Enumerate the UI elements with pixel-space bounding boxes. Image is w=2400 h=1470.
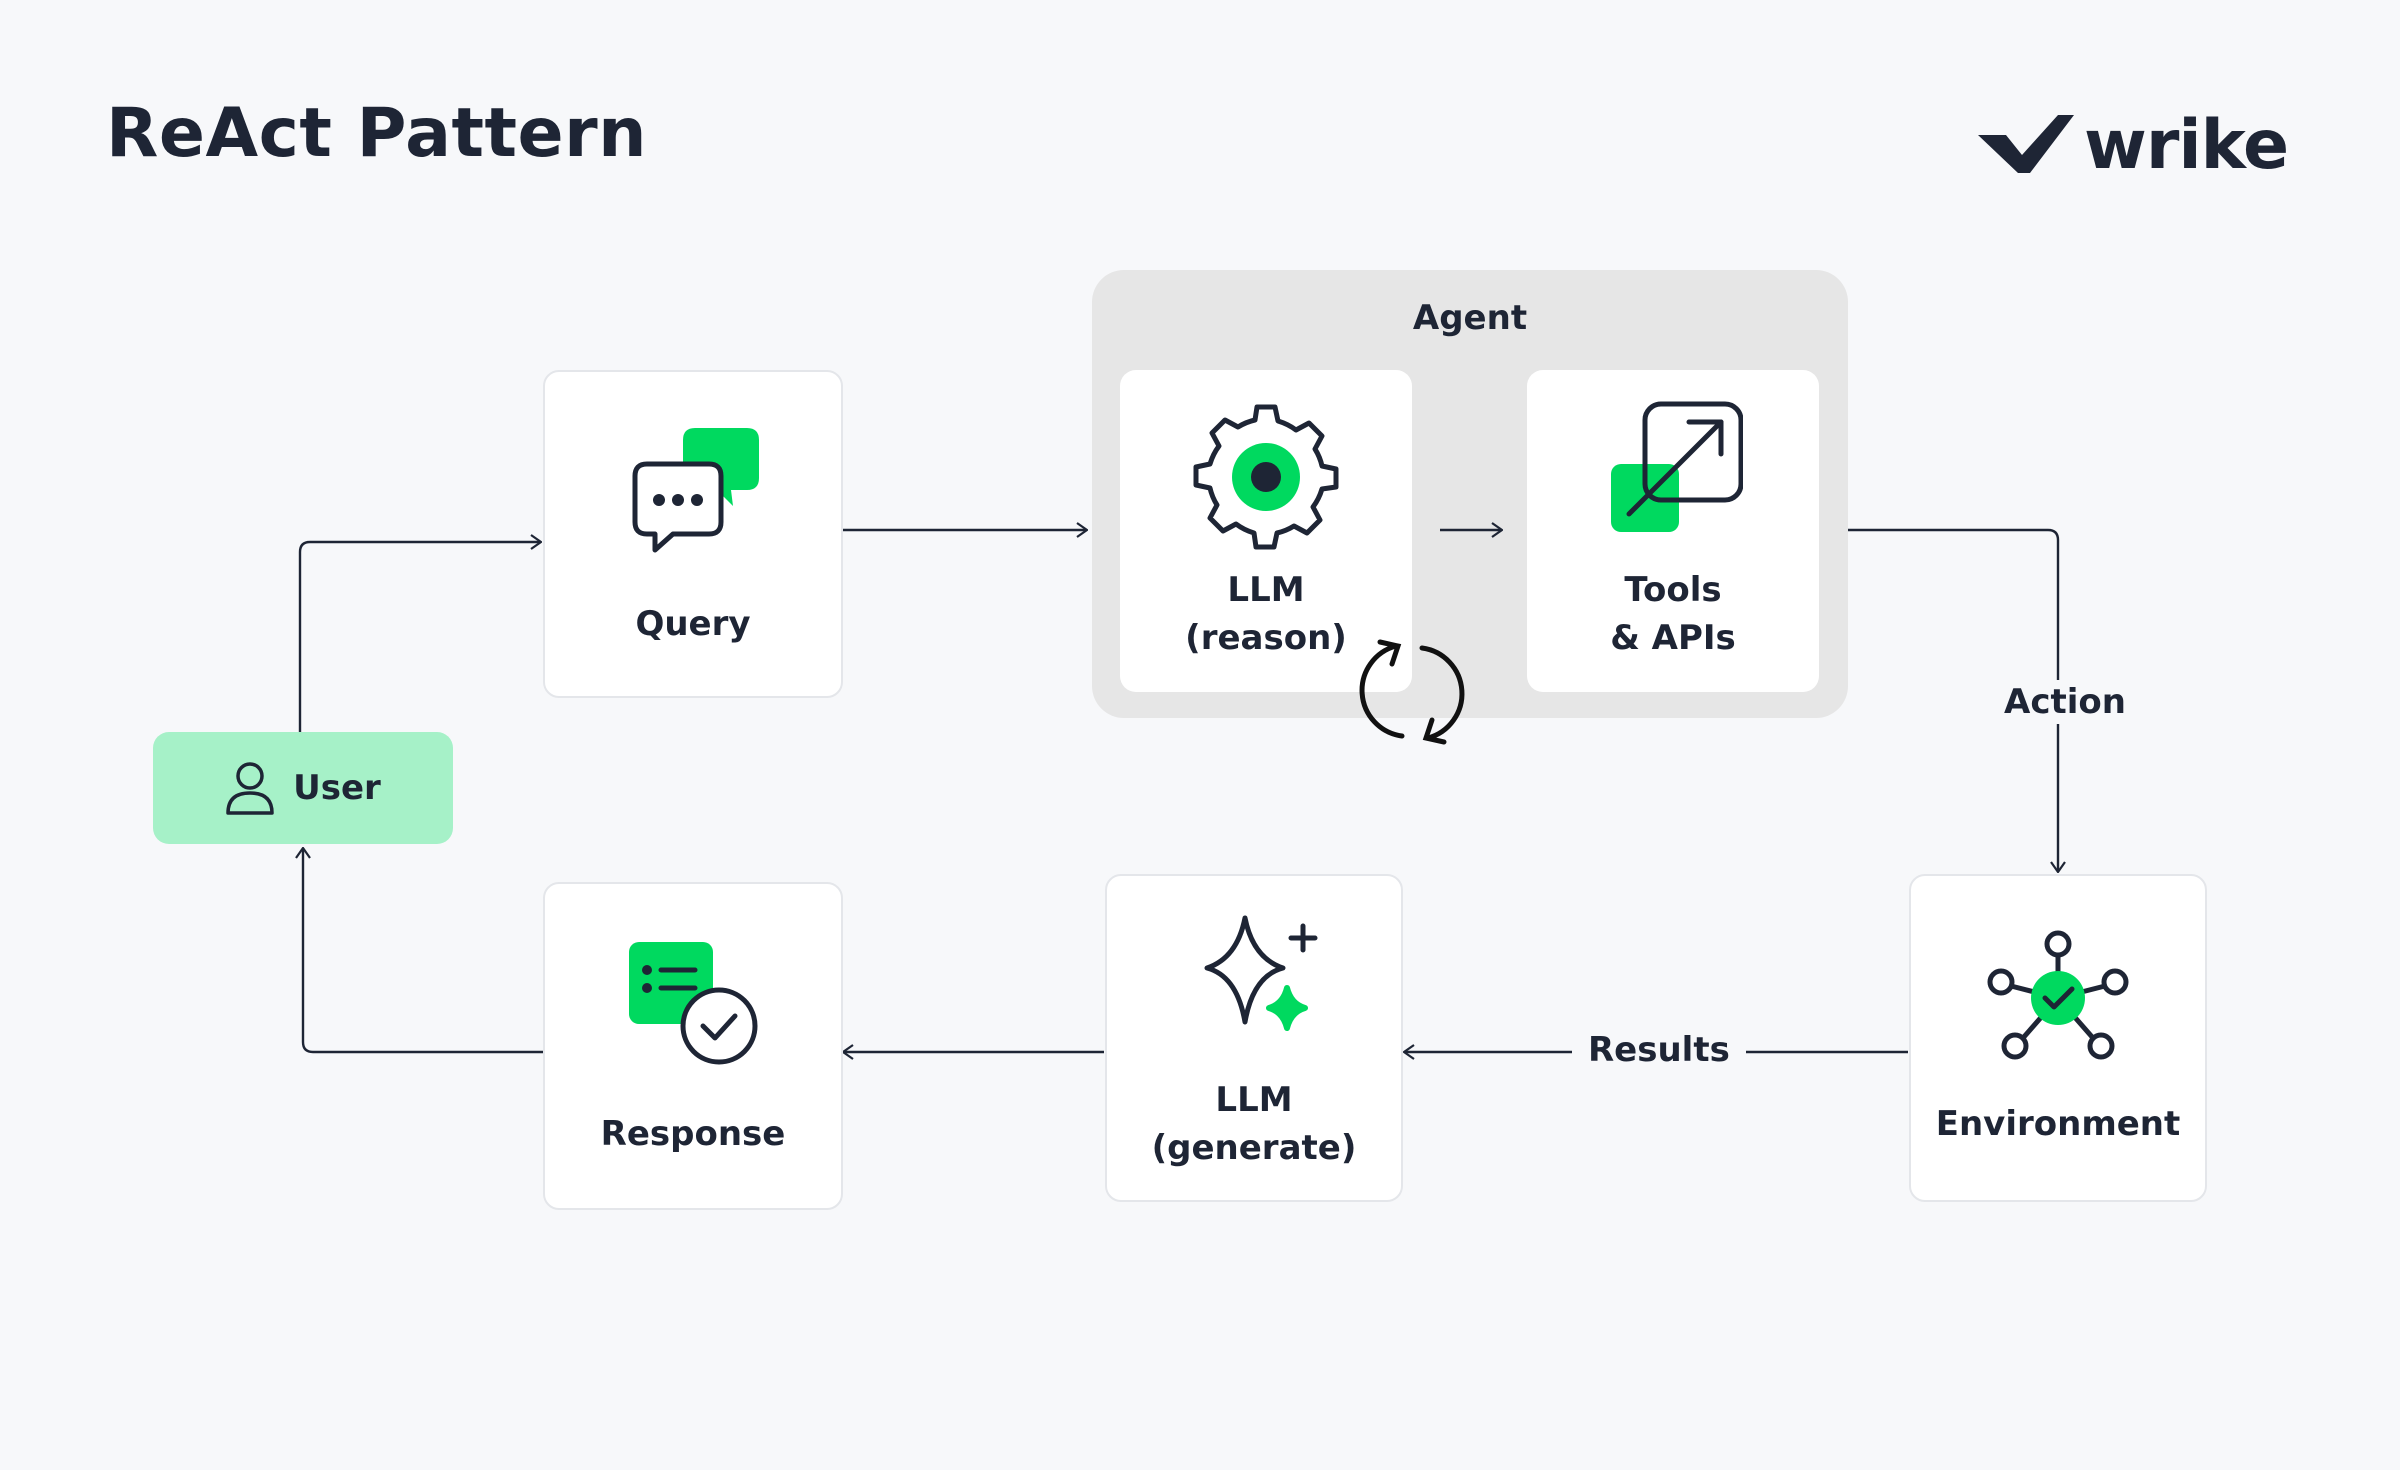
edge-action [1848,528,2058,872]
node-tools: Tools & APIs [1527,370,1819,692]
llm-generate-line1: LLM [1215,1080,1293,1120]
tools-line2: & APIs [1610,618,1736,658]
llm-generate-label: LLM (generate) [1107,1076,1401,1172]
llm-reason-line2: (reason) [1185,618,1347,658]
agent-label: Agent [1412,298,1528,338]
llm-reason-label: LLM (reason) [1120,566,1412,662]
page-title: ReAct Pattern [106,94,648,173]
llm-reason-line1: LLM [1227,570,1305,610]
wrike-check-icon [1978,115,2074,173]
user-label: User [293,768,381,808]
tools-line1: Tools [1624,570,1722,610]
environment-label: Environment [1935,1104,2181,1144]
node-llm-reason: LLM (reason) [1120,370,1412,692]
node-environment: Environment [1909,874,2207,1202]
edge-response-user [303,848,543,1054]
chat-bubbles-icon [632,428,759,553]
node-user: User [153,732,453,844]
external-link-icon [1611,401,1743,532]
edge-user-query [298,542,541,732]
logo-text: wrike [2084,106,2289,185]
gear-icon [1193,404,1339,550]
node-response: Response [543,882,843,1210]
response-label: Response [600,1114,786,1154]
edge-label-action: Action [1988,680,2142,724]
person-icon [226,762,274,815]
query-label: Query [635,604,751,644]
edge-label-results: Results [1572,1028,1746,1072]
wrike-logo: wrike [1978,106,2289,185]
node-query: Query [543,370,843,698]
checklist-icon [629,942,758,1065]
refresh-loop-icon [1359,639,1465,745]
network-check-icon [1987,930,2129,1060]
tools-label: Tools & APIs [1527,566,1819,662]
sparkle-icon [1204,915,1318,1031]
node-llm-generate: LLM (generate) [1105,874,1403,1202]
llm-generate-line2: (generate) [1151,1128,1357,1168]
